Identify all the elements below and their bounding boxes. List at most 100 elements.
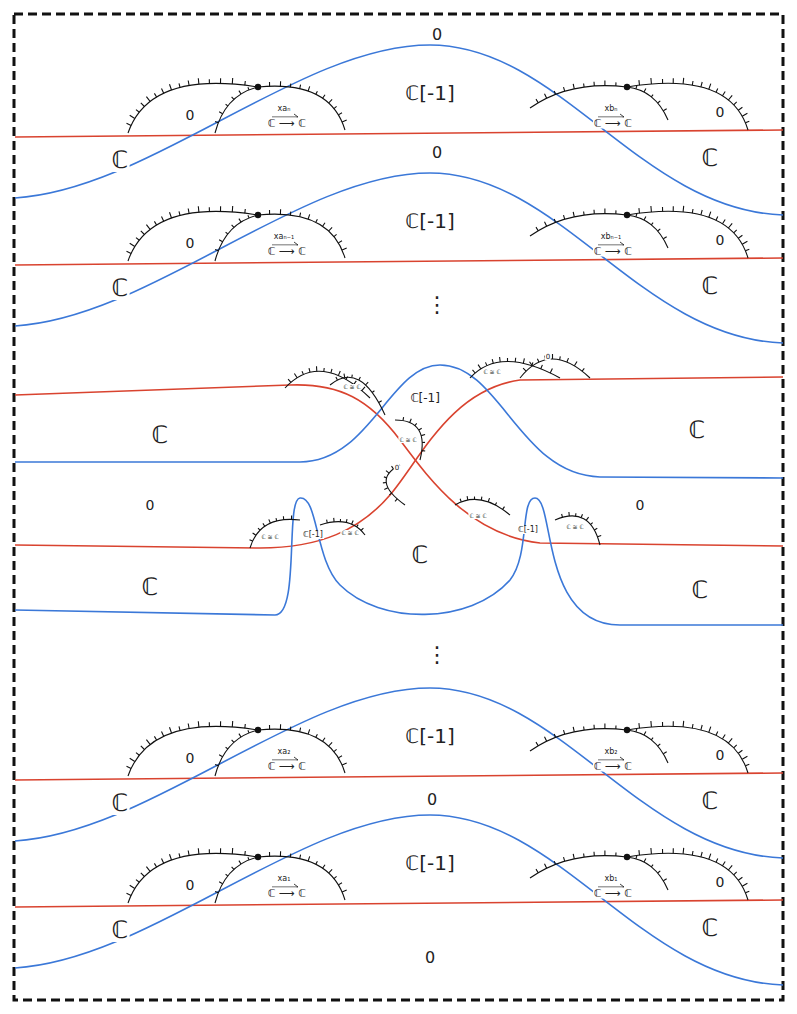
region-label: 0: [424, 950, 436, 966]
region-label: ℂ ⟶ ℂ: [593, 246, 633, 257]
region-label: xb₁: [603, 875, 618, 883]
region-label: ℂ ≅ ℂ: [468, 513, 487, 519]
region-label: ℂ ≅ ℂ: [342, 384, 361, 390]
region-label: ℂ[-1]: [404, 211, 456, 231]
red-strand: [15, 130, 783, 137]
red-strand: [15, 773, 783, 780]
region-label: 0: [431, 145, 443, 161]
region-label: ℂ ⟶ ℂ: [267, 118, 307, 129]
hairy-arc: [128, 83, 258, 133]
hairy-arc: [627, 215, 668, 248]
hairy-arc: [627, 726, 748, 773]
region-label: ℂ[-1]: [409, 392, 441, 404]
region-label: 0: [185, 878, 196, 892]
hairy-arc: [627, 83, 748, 130]
region-label: 0: [431, 27, 443, 43]
region-label: 0: [715, 233, 726, 247]
region-label: ℂ: [111, 276, 130, 300]
hairy-arc: [555, 516, 600, 545]
hair-ticks: [270, 724, 347, 765]
blue-strand: [15, 173, 783, 343]
region-label: 0: [426, 792, 438, 808]
region-label: ℂ ⟶ ℂ: [267, 761, 307, 772]
region-label: 0: [715, 105, 726, 119]
hairy-arc: [258, 86, 345, 130]
region-label: ⋮: [425, 644, 449, 666]
hairy-arc: [627, 87, 668, 120]
region-label: ℂ ≅ ℂ: [260, 534, 279, 540]
region-label: xaₙ: [277, 105, 292, 113]
hair-ticks: [536, 81, 616, 103]
region-label: ℂ: [111, 791, 130, 815]
red-strand: [15, 900, 783, 907]
hairy-arc: [470, 362, 560, 379]
region-label: xaₙ₋₁: [273, 233, 295, 241]
hair-ticks: [536, 851, 616, 873]
region-label: ℂ: [411, 543, 430, 567]
hairy-arc: [215, 730, 258, 776]
hair-ticks: [215, 857, 249, 892]
blue-strand: [15, 688, 783, 858]
hair-ticks: [636, 729, 667, 754]
region-label: 0: [185, 108, 196, 122]
region-label: ℂ ⟶ ℂ: [267, 888, 307, 899]
hair-ticks: [336, 374, 382, 403]
repeated-strands: [15, 45, 783, 985]
hairy-arc: [627, 730, 668, 763]
region-label: 0: [185, 236, 196, 250]
hairy-arc: [627, 853, 748, 900]
hairy-arc: [128, 726, 258, 776]
region-label: 0: [394, 465, 400, 472]
region-label: 0: [715, 875, 726, 889]
region-label: ℂ ≅ ℂ: [482, 369, 501, 375]
hair-ticks: [636, 86, 667, 111]
hairy-arc: [250, 519, 300, 548]
hair-ticks: [403, 417, 425, 451]
hair-ticks: [536, 209, 616, 231]
hair-ticks: [250, 515, 292, 541]
hair-ticks: [562, 512, 602, 537]
region-label: ℂ: [111, 148, 130, 172]
region-label: ℂ[-1]: [404, 83, 456, 103]
hairy-arcs: [127, 78, 750, 903]
hair-ticks: [270, 851, 347, 892]
hairy-arc: [285, 371, 370, 398]
hair-ticks: [460, 496, 504, 509]
hair-ticks: [127, 721, 246, 768]
region-label: ℂ ⟶ ℂ: [593, 761, 633, 772]
region-label: ℂ: [691, 578, 710, 602]
region-label: ℂ: [701, 146, 720, 170]
crossing-region: [15, 365, 783, 625]
region-label: xa₁: [277, 875, 292, 883]
region-label: ℂ ≅ ℂ: [340, 530, 359, 536]
hair-ticks: [215, 730, 249, 765]
region-label: ℂ[-1]: [517, 526, 539, 534]
blue-strand: [15, 45, 783, 215]
region-label: xb₂: [603, 748, 618, 756]
hairy-arc: [320, 522, 365, 535]
region-label: xbₙ₋₁: [600, 233, 622, 241]
region-label: ℂ: [701, 274, 720, 298]
hair-ticks: [327, 518, 364, 531]
hairy-arc: [215, 857, 258, 903]
red-strand: [15, 385, 783, 546]
red-strand: [15, 258, 783, 265]
hair-ticks: [270, 81, 347, 122]
hairy-arc: [128, 853, 258, 903]
dashed-frame: [14, 14, 783, 1000]
region-label: ℂ ⟶ ℂ: [593, 888, 633, 899]
region-label: ℂ ≅ ℂ: [398, 437, 417, 443]
region-label: ℂ: [141, 575, 160, 599]
hair-ticks: [127, 206, 246, 253]
region-label: ℂ[-1]: [404, 853, 456, 873]
region-label: ℂ ⟶ ℂ: [593, 118, 633, 129]
region-label: xbₙ: [604, 105, 619, 113]
hairy-arc: [627, 211, 748, 258]
hairy-arc: [386, 465, 405, 505]
hair-ticks: [636, 856, 667, 881]
hair-ticks: [536, 724, 616, 746]
hairy-arc: [215, 215, 258, 261]
region-label: 0: [635, 498, 646, 512]
region-label: ℂ ≅ ℂ: [565, 524, 584, 530]
